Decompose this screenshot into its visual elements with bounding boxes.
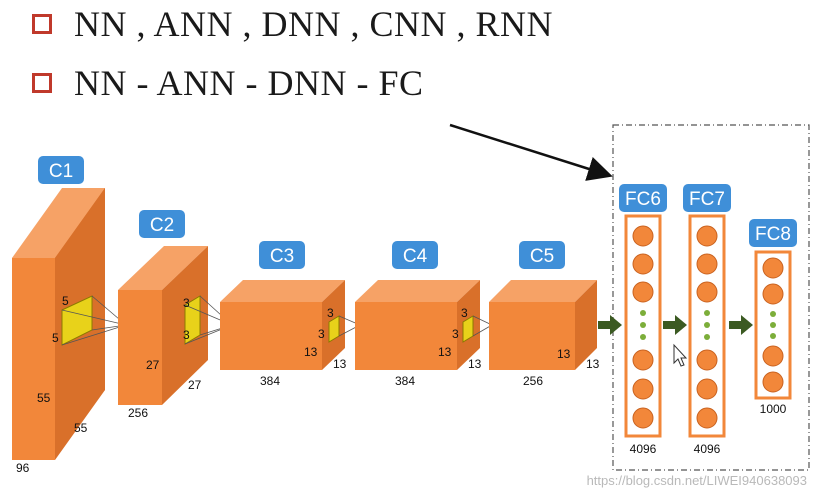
c1-kernel-a: 5 [62,294,69,308]
arrow-fc7-fc8 [729,315,753,335]
c1-depth-dim: 96 [16,461,30,475]
neuron-circle [696,281,718,303]
ellipsis-dot [770,322,776,328]
c4-bottom-dim: 13 [468,357,482,371]
c5-bottom-dim: 13 [586,357,600,371]
fc-label-fc6: FC6 [619,184,667,212]
neuron-circle [696,349,718,371]
c2-bottom-dim: 27 [188,378,202,392]
svg-text:FC6: FC6 [625,189,661,210]
ellipsis-dot [640,322,646,328]
layer-label-c3: C3 [259,241,305,269]
svg-text:C5: C5 [530,246,554,267]
neuron-circle [632,281,654,303]
neuron-circle [762,345,784,367]
bullet-checkbox-icon [32,73,52,93]
neuron-circle [696,407,718,429]
c5-depth-dim: 256 [523,374,543,388]
neuron-circle [762,283,784,305]
neuron-circle [696,378,718,400]
mouse-cursor-icon [673,343,688,367]
c2-kernel-b: 3 [183,328,190,342]
fc7-size: 4096 [694,442,721,456]
layer-c1 [12,188,127,460]
arrow-c5-fc6 [598,315,622,335]
ellipsis-dot [704,322,710,328]
layer-c3 [220,280,361,370]
c2-kernel-a: 3 [183,296,190,310]
neuron-circle [696,253,718,275]
neuron-circle [762,257,784,279]
neuron-nodes [632,225,784,429]
ellipsis-dot [640,334,646,340]
fc-label-fc7: FC7 [683,184,731,212]
layer-label-c5: C5 [519,241,565,269]
c3-depth-dim: 384 [260,374,280,388]
c4-depth-dim: 384 [395,374,415,388]
c1-side-dim: 55 [37,391,51,405]
c1-kernel-b: 5 [52,331,59,345]
layer-label-c2: C2 [139,210,185,238]
c3-kernel-a: 3 [327,306,334,320]
arrow-fc6-fc7 [663,315,687,335]
flow-arrows [598,315,753,335]
layer-label-c4: C4 [392,241,438,269]
fc-frame [612,124,810,471]
bullet-line-2: NN - ANN - DNN - FC [32,62,424,104]
ellipsis-dot [704,334,710,340]
fc-label-fc8: FC8 [749,219,797,247]
c2-side-dim: 27 [146,358,160,372]
neuron-circle [632,349,654,371]
ellipsis-dot [770,333,776,339]
layer-c5 [489,280,597,370]
c3-kernel-b: 3 [318,327,325,341]
ellipsis-dot [640,310,646,316]
neuron-circle [632,225,654,247]
c5-side-dim: 13 [557,347,571,361]
c4-side-dim: 13 [438,345,452,359]
bullet-checkbox-icon [32,14,52,34]
bullet-text: NN - ANN - DNN - FC [74,63,424,103]
svg-text:C3: C3 [270,246,294,267]
neuron-circle [632,407,654,429]
c4-kernel-a: 3 [461,306,468,320]
svg-text:FC8: FC8 [755,224,791,245]
watermark: https://blog.csdn.net/LIWEI940638093 [586,473,807,488]
layer-c4 [355,280,493,370]
bullet-line-1: NN , ANN , DNN , CNN , RNN [32,3,553,45]
neuron-circle [762,371,784,393]
neuron-circle [696,225,718,247]
fc8-size: 1000 [760,402,787,416]
neuron-circle [632,378,654,400]
svg-text:C2: C2 [150,215,174,236]
bullet-text: NN , ANN , DNN , CNN , RNN [74,4,554,44]
svg-text:FC7: FC7 [689,189,725,210]
c1-bottom-dim: 55 [74,421,88,435]
pointer-arrow [449,123,613,181]
svg-text:C4: C4 [403,246,428,267]
ellipsis-dot [704,310,710,316]
svg-text:C1: C1 [49,161,73,182]
c4-kernel-b: 3 [452,327,459,341]
fc6-size: 4096 [630,442,657,456]
c3-side-dim: 13 [304,345,318,359]
neuron-circle [632,253,654,275]
ellipsis-dot [770,311,776,317]
layer-label-c1: C1 [38,156,84,184]
layer-c2 [118,246,233,405]
c2-depth-dim: 256 [128,406,148,420]
c3-bottom-dim: 13 [333,357,347,371]
